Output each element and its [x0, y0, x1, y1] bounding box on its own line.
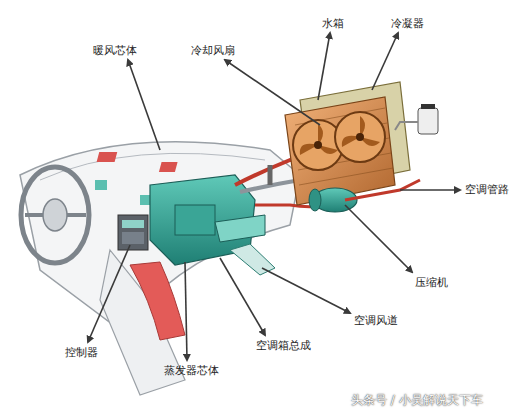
part-label: 水箱 [321, 17, 345, 30]
part-label: 空调管路 [464, 183, 510, 196]
part-label: 蒸发器芯体 [163, 364, 220, 377]
part-label: 压缩机 [414, 276, 449, 289]
part-label: 暖风芯体 [92, 44, 138, 57]
part-label: 空调风道 [353, 314, 399, 327]
part-label: 空调箱总成 [255, 339, 312, 352]
watermark: 头条号 / 小吴解说天下车 [350, 393, 484, 407]
part-label: 冷凝器 [390, 17, 425, 30]
part-label: 冷却风扇 [190, 44, 236, 57]
part-label: 控制器 [64, 346, 99, 359]
